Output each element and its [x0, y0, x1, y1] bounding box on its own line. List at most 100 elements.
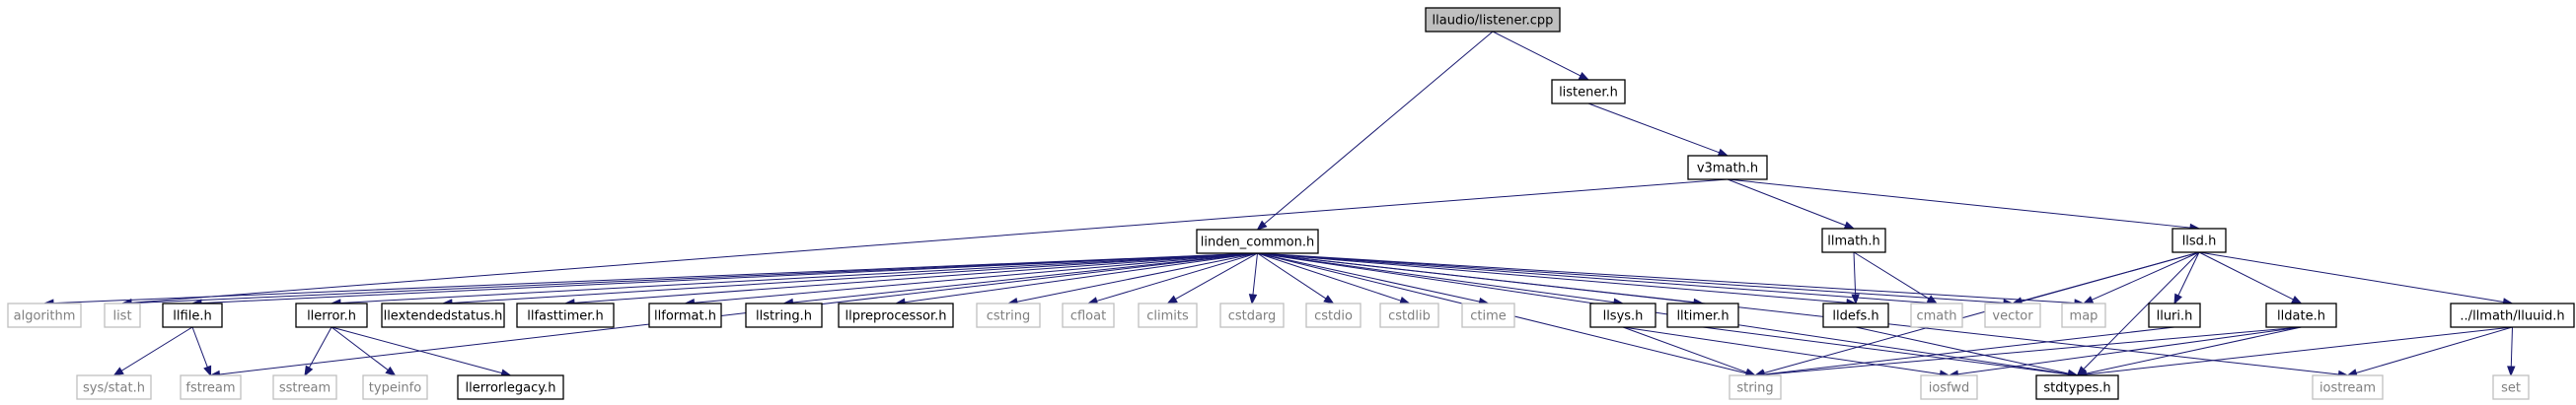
node-box-algorithm: [7, 303, 82, 328]
node-label-llerrorlegacy: llerrorlegacy.h: [466, 381, 556, 396]
edge-linden-to-ctime: [1257, 252, 1480, 303]
node-vector: vector: [1984, 303, 2041, 328]
arrowhead-llerror-to-sstream: [304, 365, 314, 377]
node-label-cmath: cmath: [1916, 309, 1956, 324]
node-label-lldefs: lldefs.h: [1832, 309, 1878, 324]
node-stdtypes[interactable]: stdtypes.h: [2035, 374, 2119, 400]
node-label-lluuid: ../llmath/lluuid.h: [2460, 309, 2564, 324]
arrowhead-linden-to-climits: [1166, 295, 1178, 304]
graph-edges: [42, 31, 2516, 379]
node-label-fstream: fstream: [185, 381, 235, 396]
node-llfile[interactable]: llfile.h: [162, 303, 223, 328]
node-cstdio: cstdio: [1305, 303, 1362, 328]
node-climits: climits: [1138, 303, 1198, 328]
node-box-llfile: [162, 303, 223, 328]
node-box-string: [1729, 374, 1782, 400]
edge-v3math-to-llsd: [1727, 178, 2191, 229]
node-box-climits: [1138, 303, 1198, 328]
arrowhead-v3math-to-llmath: [1843, 221, 1856, 230]
edge-v3math-to-llmath: [1727, 178, 1846, 227]
node-llmath[interactable]: llmath.h: [1821, 228, 1886, 253]
node-llfasttimer[interactable]: llfasttimer.h: [516, 303, 615, 328]
edge-llfile-to-sysstat: [120, 326, 193, 371]
node-lldefs[interactable]: lldefs.h: [1822, 303, 1889, 328]
node-label-llformat: llformat.h: [654, 309, 716, 324]
node-label-list: list: [112, 309, 131, 324]
node-box-llsd: [2171, 228, 2227, 253]
edge-llsd-to-string: [1763, 251, 2200, 374]
node-box-cstdlib: [1379, 303, 1439, 328]
node-lldate[interactable]: lldate.h: [2265, 303, 2337, 328]
edge-llerror-to-sstream: [308, 326, 332, 369]
edge-llsys-to-string: [1622, 326, 1747, 373]
edge-listener_h-to-v3math: [1587, 102, 1720, 154]
node-llerrorlegacy[interactable]: llerrorlegacy.h: [457, 374, 564, 400]
edge-linden-to-stdtypes: [1257, 252, 2069, 375]
edge-llmath-to-cmath: [1853, 251, 1930, 300]
node-label-llfasttimer: llfasttimer.h: [527, 309, 604, 324]
arrowhead-llsd-to-lluri: [2173, 293, 2182, 305]
edge-linden-to-cmath: [1257, 252, 1929, 304]
node-box-llpreproc: [838, 303, 954, 328]
node-iostream: iostream: [2312, 374, 2384, 400]
node-box-root: [1425, 7, 1561, 33]
edge-linden-to-cfloat: [1096, 252, 1258, 302]
edge-root-to-linden: [1264, 31, 1494, 225]
node-llsys[interactable]: llsys.h: [1589, 303, 1656, 328]
node-llextended[interactable]: llextendedstatus.h: [381, 303, 505, 328]
node-box-set: [2492, 374, 2530, 400]
node-llpreproc[interactable]: llpreprocessor.h: [838, 303, 954, 328]
node-box-iosfwd: [1920, 374, 1978, 400]
arrowhead-llsd-to-lldate: [2291, 295, 2303, 304]
node-label-lluri: lluri.h: [2157, 309, 2193, 324]
node-listener_h[interactable]: listener.h: [1551, 79, 1626, 104]
node-lluuid[interactable]: ../llmath/lluuid.h: [2450, 303, 2575, 328]
node-v3math[interactable]: v3math.h: [1687, 155, 1768, 180]
node-algorithm: algorithm: [7, 303, 82, 328]
node-label-llextended: llextendedstatus.h: [384, 309, 503, 324]
node-label-cstdio: cstdio: [1314, 309, 1353, 324]
node-root[interactable]: llaudio/listener.cpp: [1425, 7, 1561, 33]
node-box-llsys: [1589, 303, 1656, 328]
node-llsd[interactable]: llsd.h: [2171, 228, 2227, 253]
node-label-string: string: [1736, 381, 1773, 396]
edge-v3math-to-list: [130, 178, 1729, 304]
node-box-typeinfo: [362, 374, 428, 400]
node-label-lldate: lldate.h: [2277, 309, 2325, 324]
node-cstring: cstring: [976, 303, 1041, 328]
edge-root-to-listener_h: [1492, 31, 1582, 77]
node-linden[interactable]: linden_common.h: [1196, 229, 1319, 254]
node-label-typeinfo: typeinfo: [369, 381, 421, 396]
node-llformat[interactable]: llformat.h: [648, 303, 722, 328]
edge-lldate-to-string: [1763, 326, 2302, 375]
edge-linden-to-cstdarg: [1252, 252, 1258, 296]
node-llstring[interactable]: llstring.h: [745, 303, 823, 328]
node-box-lluri: [2148, 303, 2201, 328]
arrowhead-llsd-to-map: [2082, 296, 2095, 304]
node-sstream: sstream: [272, 374, 337, 400]
node-label-v3math: v3math.h: [1697, 162, 1758, 176]
node-label-cstring: cstring: [987, 309, 1030, 324]
edge-llerror-to-typeinfo: [331, 326, 389, 371]
node-label-llmath: llmath.h: [1827, 235, 1880, 249]
edge-linden-to-cstdio: [1257, 252, 1327, 300]
arrowhead-root-to-listener_h: [1578, 71, 1590, 81]
node-typeinfo: typeinfo: [362, 374, 428, 400]
node-label-cstdarg: cstdarg: [1228, 309, 1277, 324]
node-label-sstream: sstream: [279, 381, 331, 396]
edge-linden-to-llstring: [792, 252, 1258, 304]
node-label-lltimer: lltimer.h: [1676, 309, 1729, 324]
node-label-ctime: ctime: [1470, 309, 1507, 324]
node-box-lltimer: [1666, 303, 1739, 328]
node-box-vector: [1984, 303, 2041, 328]
edge-linden-to-llpreproc: [904, 252, 1258, 304]
node-lltimer[interactable]: lltimer.h: [1666, 303, 1739, 328]
node-box-linden: [1196, 229, 1319, 254]
node-label-stdtypes: stdtypes.h: [2043, 381, 2110, 396]
arrowhead-listener_h-to-v3math: [1717, 148, 1730, 157]
arrowhead-llfile-to-fstream: [203, 365, 212, 377]
node-llerror[interactable]: llerror.h: [295, 303, 368, 328]
node-sysstat: sys/stat.h: [76, 374, 152, 400]
node-lluri[interactable]: lluri.h: [2148, 303, 2201, 328]
node-list: list: [104, 303, 141, 328]
